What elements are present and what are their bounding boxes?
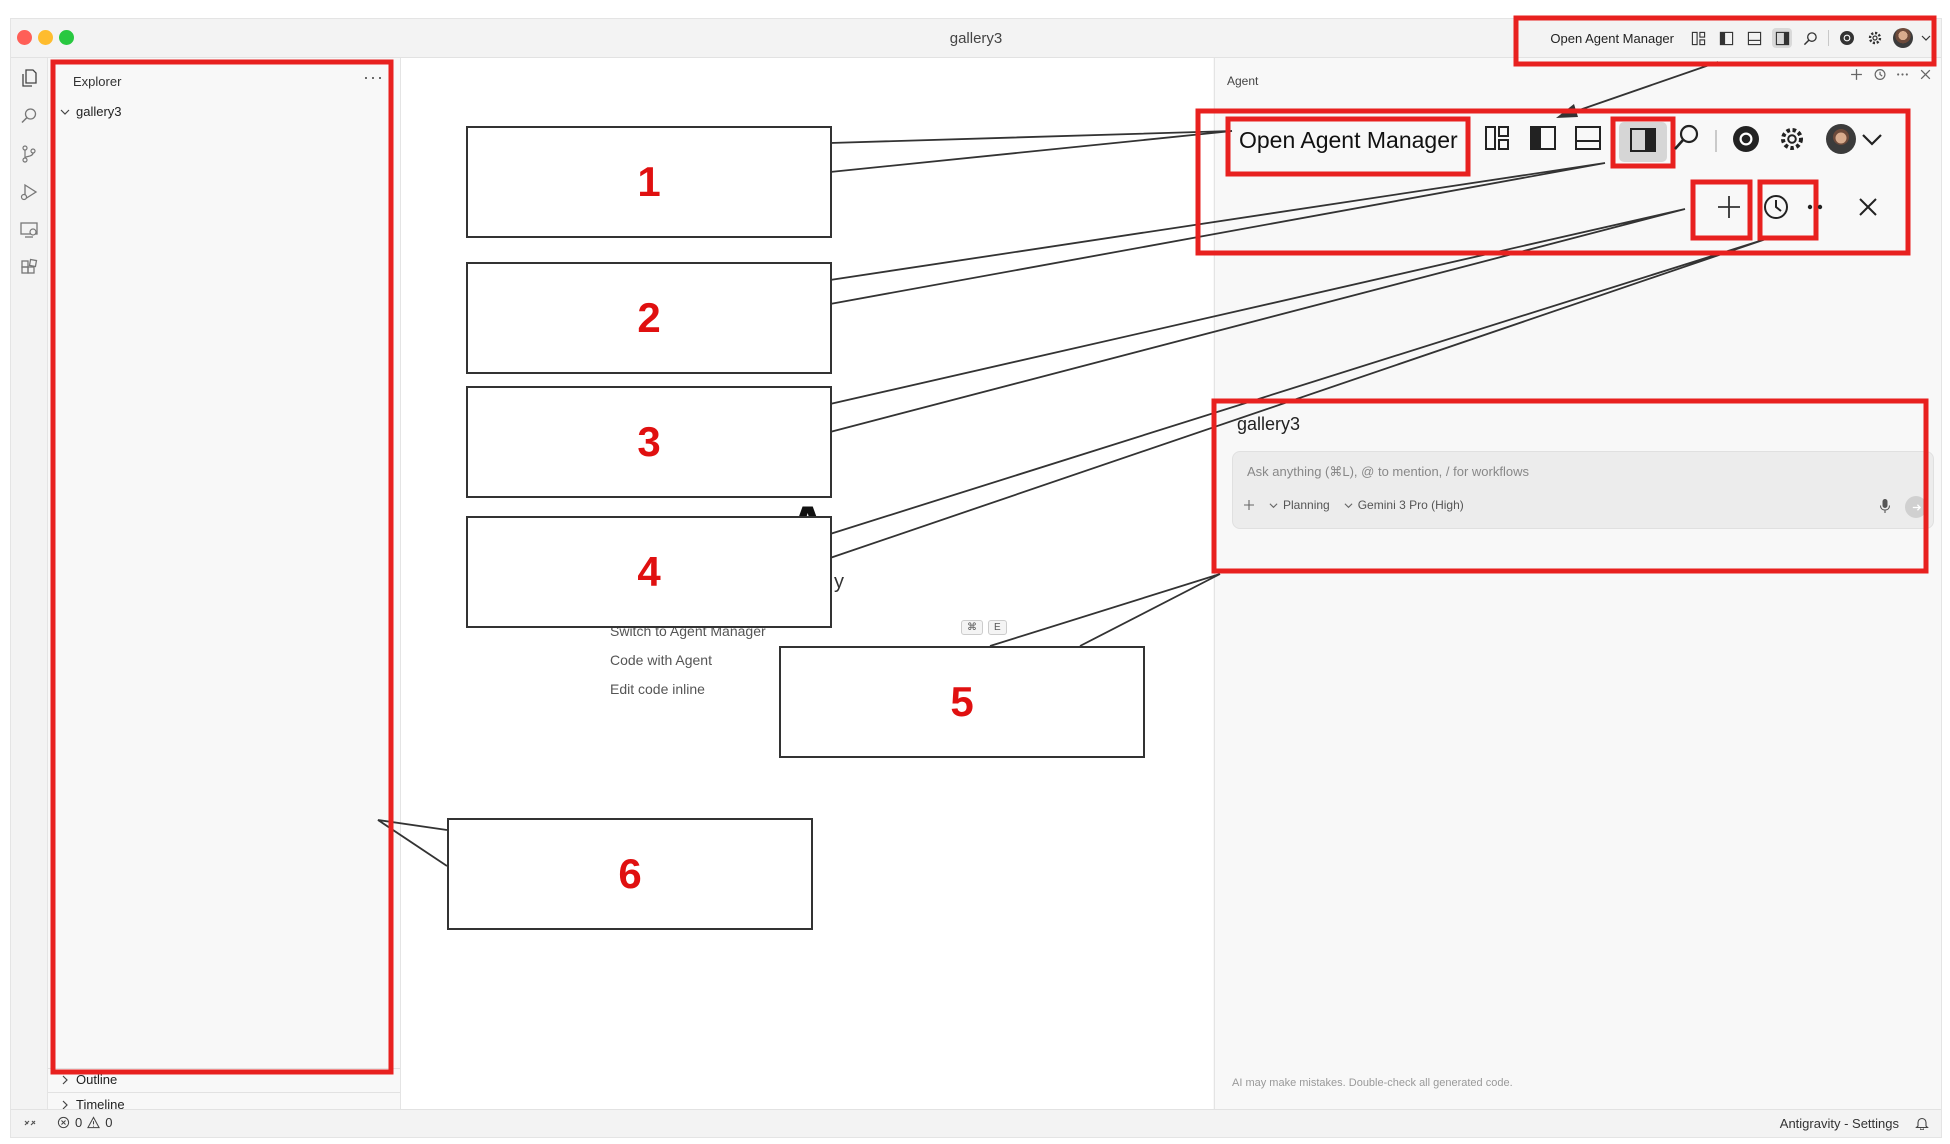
agent-panel: Agent gallery3 Ask anything (⌘L), @ to m… — [1214, 58, 1941, 1109]
more-actions-button[interactable]: ··· — [363, 67, 384, 87]
remote-icon[interactable] — [23, 1116, 37, 1130]
layout-icon[interactable] — [1688, 28, 1708, 48]
zoomed-agent-manager-label: Open Agent Manager — [1239, 127, 1458, 153]
toggle-panel-icon[interactable] — [1744, 28, 1764, 48]
chevron-right-icon — [62, 1100, 68, 1109]
title-bar: gallery3 Open Agent Manager — [11, 19, 1941, 58]
agent-panel-actions — [1850, 68, 1932, 81]
code-with-agent-link[interactable]: Code with Agent — [610, 652, 712, 668]
more-icon[interactable] — [1896, 68, 1909, 81]
e-key: E — [988, 620, 1007, 635]
title-bar-actions: Open Agent Manager — [1550, 24, 1931, 52]
open-agent-manager-button[interactable]: Open Agent Manager — [1550, 30, 1674, 46]
callout-3: 3 — [466, 386, 832, 498]
welcome-title-fragment: y — [834, 571, 844, 593]
warning-icon — [87, 1116, 101, 1129]
error-count: 0 — [75, 1115, 83, 1130]
error-icon — [57, 1116, 70, 1129]
chevron-right-icon — [62, 1075, 68, 1084]
command-key: ⌘ — [961, 620, 983, 635]
send-button[interactable] — [1905, 496, 1927, 518]
history-icon[interactable] — [1873, 68, 1886, 81]
divider — [48, 1068, 400, 1069]
callout-1: 1 — [466, 126, 832, 238]
avatar[interactable] — [1893, 28, 1913, 48]
source-control-icon[interactable] — [17, 142, 41, 166]
close-window-button[interactable] — [17, 30, 32, 45]
warning-count: 0 — [105, 1115, 113, 1130]
agent-title: Agent — [1227, 74, 1259, 88]
model-label: Gemini 3 Pro (High) — [1357, 498, 1464, 512]
chevron-down-icon — [1344, 502, 1353, 508]
chevron-down-icon — [1269, 502, 1278, 508]
model-dropdown[interactable]: Gemini 3 Pro (High) — [1344, 498, 1464, 512]
add-context-icon[interactable] — [1243, 499, 1255, 511]
remote-explorer-icon[interactable] — [17, 218, 41, 242]
callout-5: 5 — [779, 646, 1145, 758]
chat-input-box[interactable]: Ask anything (⌘L), @ to mention, / for w… — [1232, 451, 1934, 529]
toggle-primary-sidebar-icon[interactable] — [1716, 28, 1736, 48]
callout-6: 6 — [447, 818, 813, 930]
gear-icon[interactable] — [1865, 28, 1885, 48]
minimize-window-button[interactable] — [38, 30, 53, 45]
callout-4: 4 — [466, 516, 832, 628]
mode-label: Planning — [1283, 498, 1330, 512]
toggle-secondary-sidebar-icon[interactable] — [1772, 28, 1792, 48]
shortcut-keys: ⌘ E — [961, 620, 1007, 635]
outline-section[interactable]: Outline — [60, 1072, 117, 1087]
workspace-name: gallery3 — [1237, 414, 1301, 434]
edit-code-inline-link[interactable]: Edit code inline — [610, 681, 705, 697]
settings-status-item[interactable]: Antigravity - Settings — [1779, 1116, 1899, 1131]
arrow-right-icon — [1912, 503, 1921, 511]
chat-input-placeholder[interactable]: Ask anything (⌘L), @ to mention, / for w… — [1247, 464, 1529, 479]
run-debug-icon[interactable] — [17, 180, 41, 204]
folder-gallery3[interactable]: gallery3 — [60, 104, 122, 119]
mode-dropdown[interactable]: Planning — [1269, 498, 1330, 512]
divider — [48, 1092, 400, 1093]
app-window: gallery3 Open Agent Manager — [10, 18, 1942, 1138]
zoom-window-button[interactable] — [59, 30, 74, 45]
folder-label: gallery3 — [76, 104, 122, 119]
callout-2: 2 — [466, 262, 832, 374]
window-title: gallery3 — [949, 30, 1003, 47]
search-icon[interactable] — [17, 104, 41, 128]
explorer-icon[interactable] — [17, 66, 41, 90]
explorer-sidebar: Explorer ··· gallery3 Outline Timeline — [48, 58, 401, 1112]
activity-bar — [11, 58, 48, 1109]
explorer-title: Explorer — [73, 74, 122, 89]
chat-options-row: Planning Gemini 3 Pro (High) — [1243, 498, 1464, 512]
chevron-down-icon[interactable] — [1921, 28, 1931, 48]
extensions-icon[interactable] — [17, 256, 41, 280]
microphone-icon[interactable] — [1879, 498, 1891, 514]
chrome-icon[interactable] — [1837, 28, 1857, 48]
new-chat-icon[interactable] — [1850, 68, 1863, 81]
timeline-label: Timeline — [76, 1097, 125, 1112]
outline-label: Outline — [76, 1072, 118, 1087]
chevron-down-icon — [60, 109, 70, 115]
timeline-section[interactable]: Timeline — [60, 1097, 125, 1112]
bell-icon[interactable] — [1915, 1116, 1929, 1130]
search-icon[interactable] — [1800, 28, 1820, 48]
divider — [1828, 30, 1829, 46]
close-icon[interactable] — [1919, 68, 1932, 81]
status-bar: 0 0 Antigravity - Settings — [11, 1109, 1941, 1137]
problems-indicator[interactable]: 0 0 — [57, 1115, 112, 1130]
ai-disclaimer: AI may make mistakes. Double-check all g… — [1232, 1077, 1513, 1089]
